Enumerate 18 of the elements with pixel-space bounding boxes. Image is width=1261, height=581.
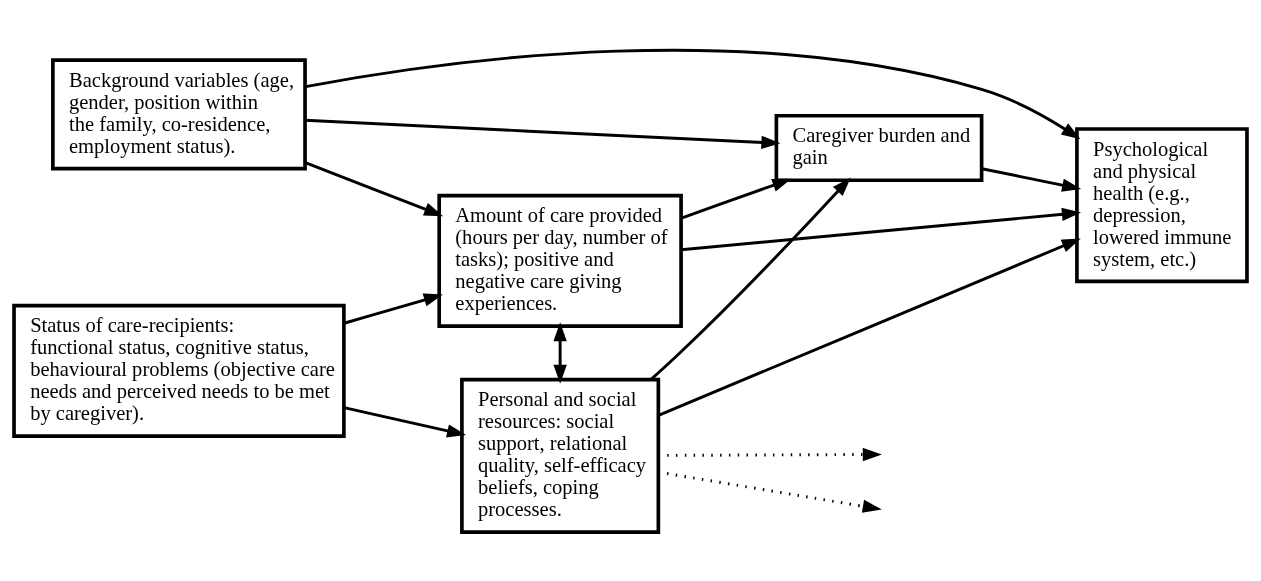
arrow xyxy=(304,160,444,216)
node-box: Psychological and physical health (e.g., depression, lowered immune system, etc.) xyxy=(1075,126,1249,283)
arrow xyxy=(305,48,1081,139)
arrow xyxy=(658,470,882,513)
arrow xyxy=(650,176,851,381)
node-box: Caregiver burden and gain xyxy=(774,113,984,182)
arrow xyxy=(681,178,792,219)
arrow xyxy=(657,238,1081,417)
node-box: Amount of care provided (hours per day, number of tasks); positive and negative care giving experiences. xyxy=(437,193,683,328)
arrow xyxy=(553,321,567,384)
node-box: Status of care-recipients: functional status, cognitive status, behavioural problems (objective care needs and perceived needs to be met by caregiver). xyxy=(12,303,346,438)
arrow xyxy=(343,293,443,325)
node-box: Personal and social resources: social support, relational quality, self-efficacy beliefs, coping processes. xyxy=(460,377,661,534)
node-box: Background variables (age, gender, position within the family, co-residence, employment status). xyxy=(51,57,307,170)
arrow xyxy=(981,166,1082,192)
arrow xyxy=(681,207,1081,251)
arrow xyxy=(305,118,781,149)
arrow xyxy=(343,405,467,437)
